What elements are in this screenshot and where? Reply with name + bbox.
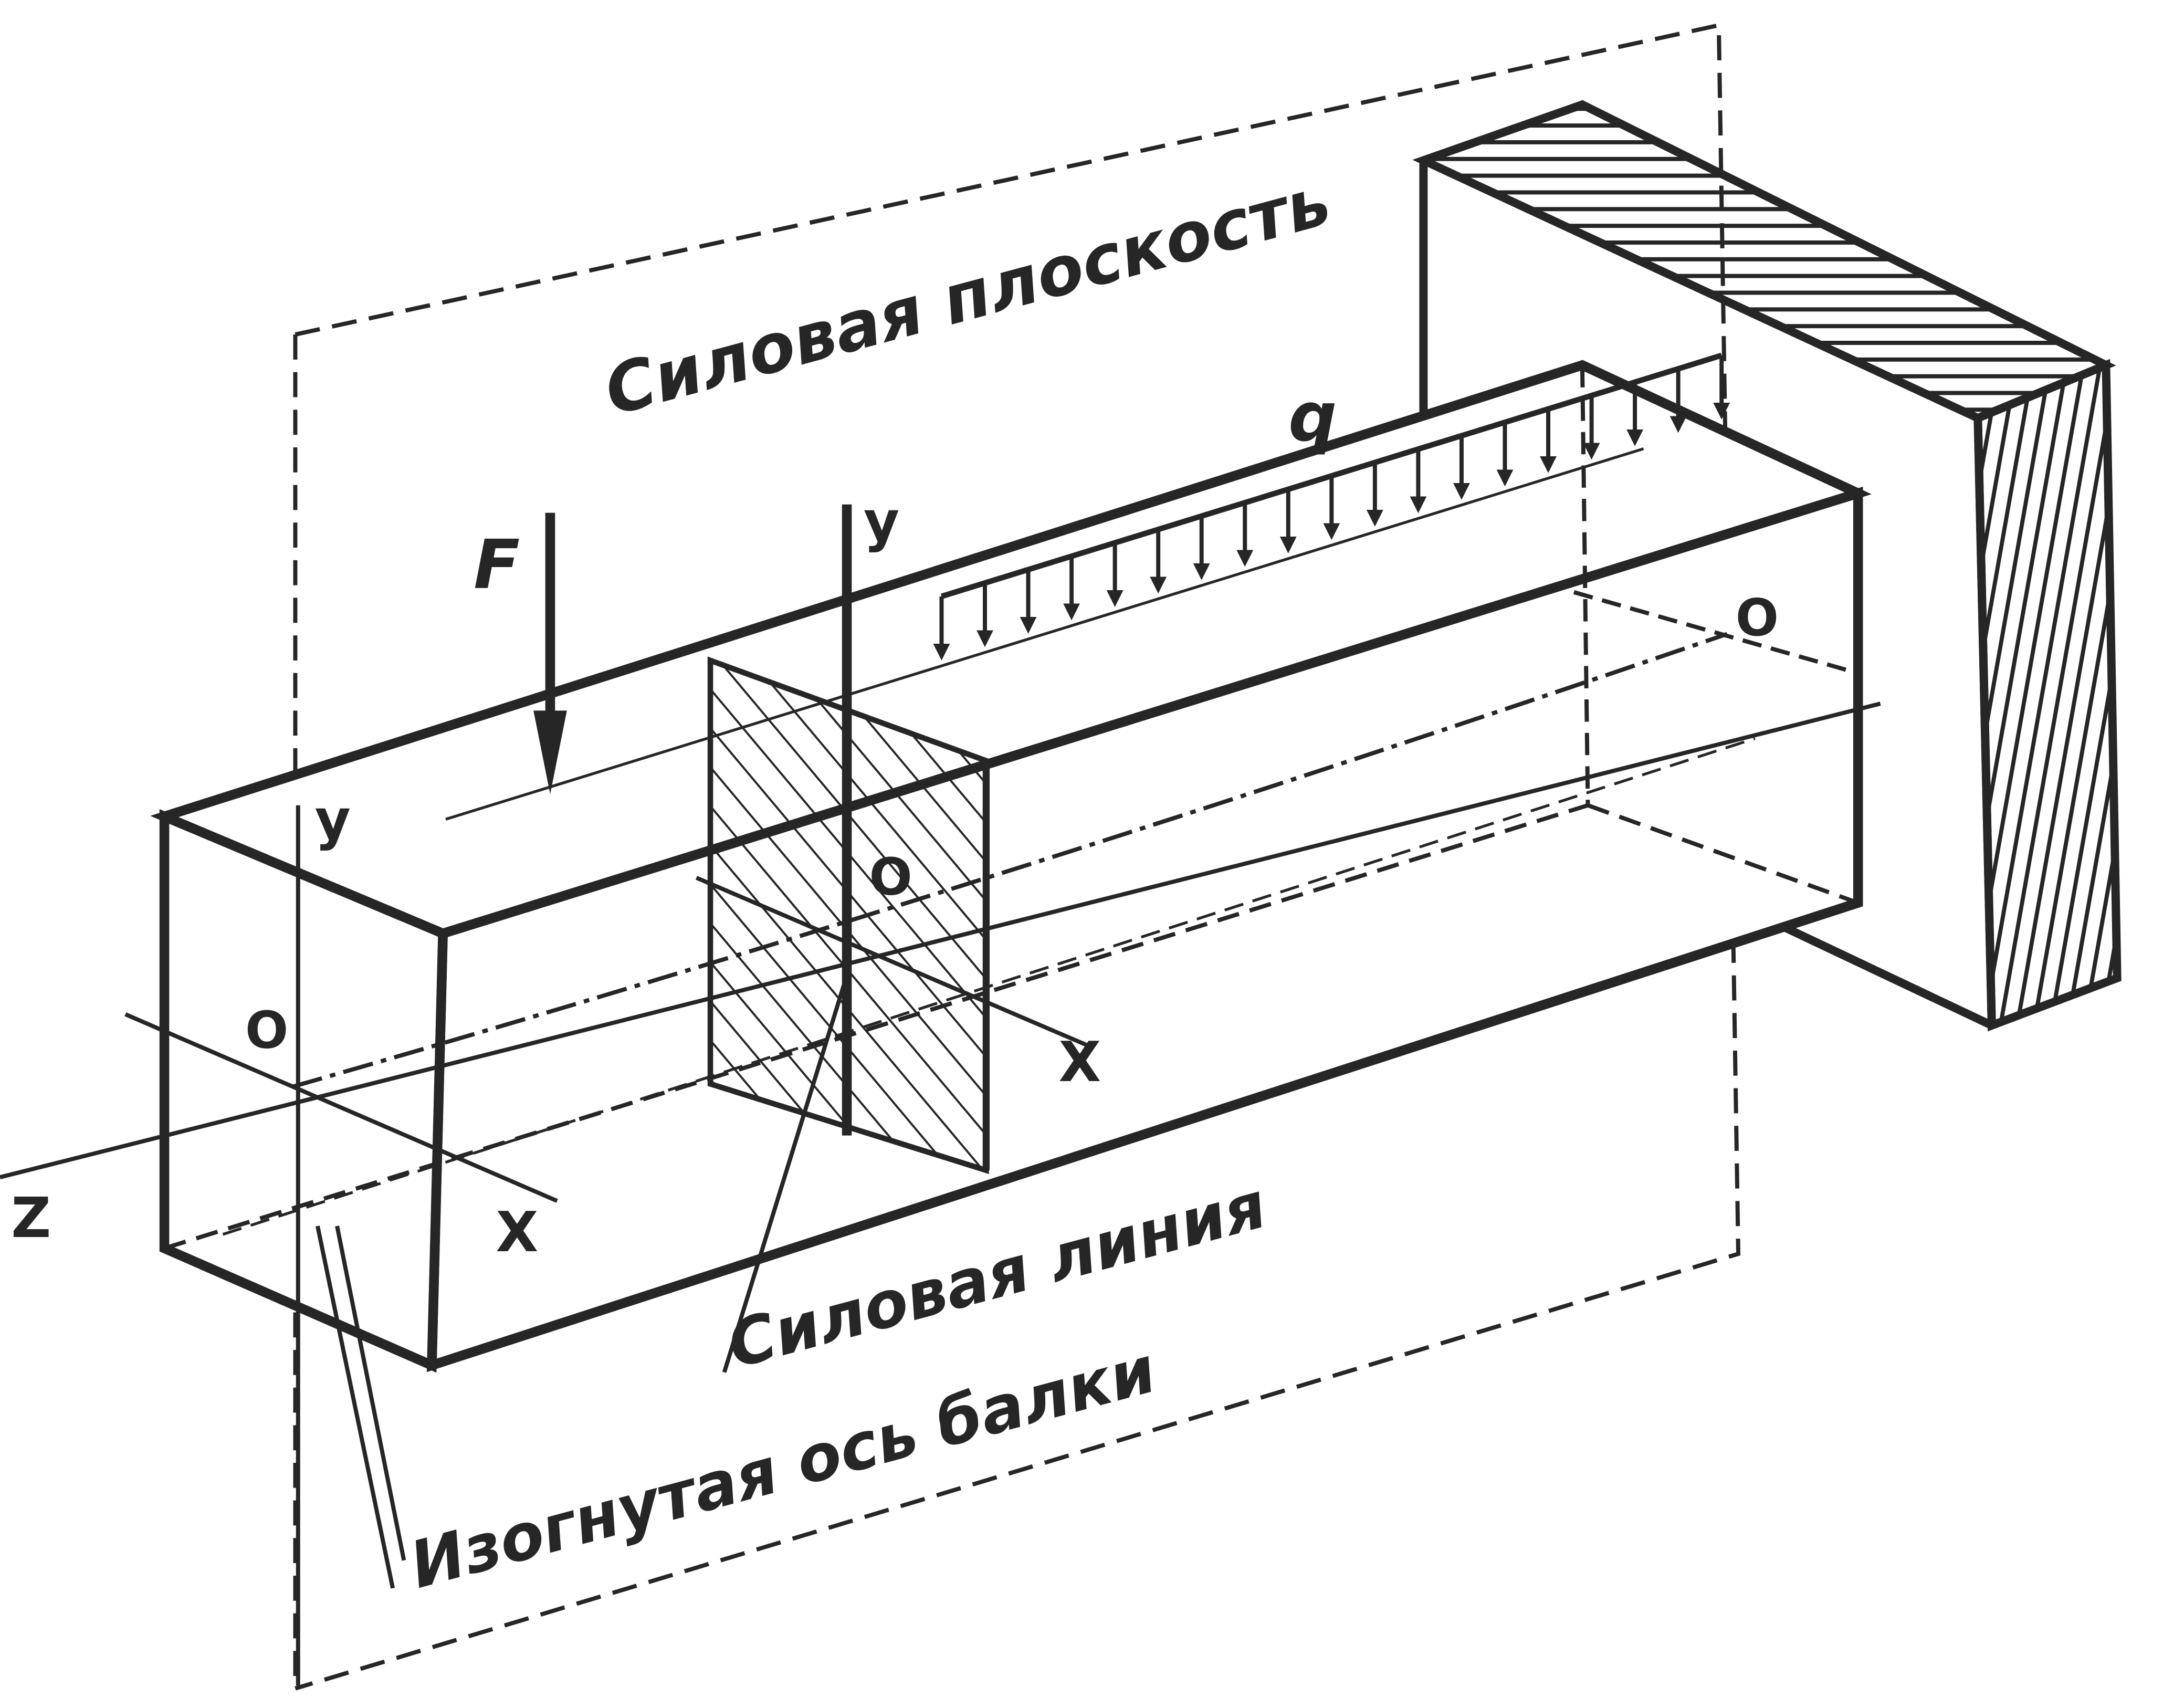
load-arrow-head <box>1670 416 1687 433</box>
axes <box>0 447 1881 1686</box>
force-line-leader <box>722 974 849 1373</box>
x-axis-mid-line <box>695 876 1087 1047</box>
load-arrow-head <box>1106 590 1124 607</box>
beam-centerline-lower <box>222 737 1756 1236</box>
load-arrow-head <box>1193 563 1210 580</box>
wall-front-right-edge <box>1973 418 1996 1026</box>
beam-hidden-bottom-edge <box>1587 803 1859 905</box>
load-arrow-head <box>1583 443 1600 460</box>
load-arrow-head <box>933 644 950 661</box>
bent-axis-leader-1 <box>316 1225 395 1589</box>
x-axis-end-line <box>124 1012 558 1203</box>
force-F-label: F <box>474 526 520 604</box>
bent-axis-leader-2 <box>335 1225 406 1561</box>
load-q-label: q <box>1288 378 1337 457</box>
beam <box>150 360 1872 1373</box>
load-arrow-head <box>1150 577 1167 594</box>
load-arrow-head <box>1626 429 1644 446</box>
x-axis-wall-line <box>1573 590 1853 674</box>
load-arrow-head <box>1713 403 1730 420</box>
beam-hidden-vertical-edge <box>1580 365 1590 805</box>
load-arrow-head <box>1063 603 1080 621</box>
origin-wall-label: O <box>1736 588 1779 647</box>
z-axis-line <box>0 701 1881 1180</box>
bent-axis-label: Изогнутая ось балки <box>403 1332 1163 1603</box>
axis-y-end-label: y <box>315 788 351 852</box>
force-F-arrowhead <box>533 710 567 794</box>
load-arrow-head <box>1410 496 1427 514</box>
bent-axis-line <box>292 632 1728 1089</box>
load-arrow-head <box>1366 510 1383 527</box>
beam-top-centerline <box>445 447 1644 821</box>
load-arrow-head <box>976 630 993 647</box>
load-arrow-head <box>1279 537 1297 553</box>
wall-side-face <box>1973 359 2122 1032</box>
force-F <box>533 512 567 794</box>
load-arrow-head <box>1020 617 1037 634</box>
origin-mid-label: O <box>869 847 912 907</box>
axis-x-end-label: X <box>496 1200 538 1264</box>
origin-end-label: O <box>245 1000 288 1060</box>
leader-lines <box>316 974 849 1589</box>
force-plane-label: Силовая плоскость <box>597 162 1339 431</box>
wall-support <box>1412 100 2122 1032</box>
load-arrow-head <box>1236 550 1254 567</box>
wall-front-bottom-edge <box>1781 923 1994 1030</box>
load-arrow-head <box>1323 523 1340 540</box>
distributed-load <box>933 352 1730 661</box>
load-arrow-head <box>1540 456 1557 473</box>
axis-y-mid-label: y <box>864 490 899 554</box>
load-arrow-head <box>1453 483 1470 500</box>
axis-x-mid-label: X <box>1058 1030 1101 1094</box>
load-arrow-head <box>1496 469 1514 487</box>
axis-z-label: Z <box>11 1186 51 1250</box>
wall-top-face <box>1412 100 2116 423</box>
